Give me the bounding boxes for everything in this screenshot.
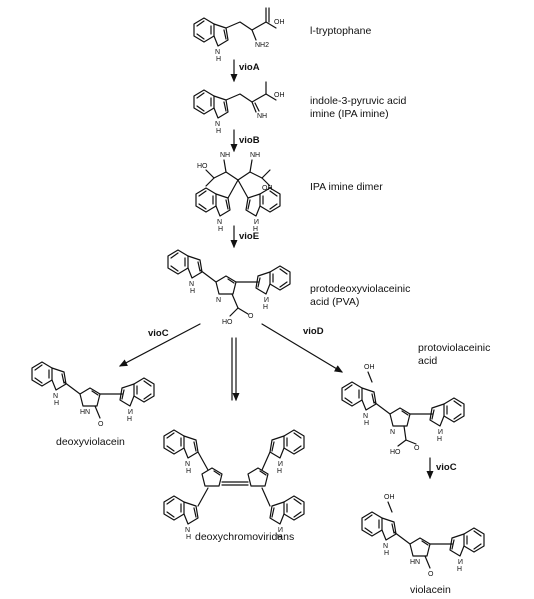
arrow-vioC-left	[118, 323, 201, 367]
svg-text:NH: NH	[250, 152, 260, 159]
svg-text:O: O	[428, 571, 434, 578]
enzyme-label-vioC-left: vioC	[148, 328, 169, 339]
svg-text:N: N	[390, 429, 395, 436]
compound-label-pva-1: protodeoxyviolaceinic	[310, 283, 411, 295]
enzyme-label-vioA: vioA	[239, 62, 260, 73]
violacein-structure: HN O OH	[361, 494, 485, 578]
ipa-imine-structure: OH NH	[193, 81, 285, 136]
enzyme-label-vioD: vioD	[303, 326, 324, 337]
compound-label-ipa-imine-1: indole-3-pyruvic acid	[310, 95, 407, 107]
svg-text:OH: OH	[364, 364, 375, 371]
svg-text:HO: HO	[222, 319, 233, 326]
pva-structure: N HO O	[167, 249, 291, 326]
svg-text:N: N	[216, 297, 221, 304]
svg-text:OH: OH	[262, 185, 273, 192]
svg-text:HO: HO	[390, 449, 401, 456]
enzyme-label-vioC-right: vioC	[436, 462, 457, 473]
compound-label-deoxyviolacein: deoxyviolacein	[56, 436, 125, 448]
compound-label-ipa-dimer: IPA imine dimer	[310, 181, 383, 193]
svg-text:HN: HN	[410, 559, 420, 566]
svg-text:OH: OH	[384, 494, 395, 501]
compound-label-tryptophan: l-tryptophane	[310, 25, 372, 37]
enzyme-label-vioB: vioB	[239, 135, 260, 146]
enzyme-label-vioE: vioE	[239, 231, 260, 242]
deoxychromoviridans-structure	[163, 429, 305, 542]
svg-text:OH: OH	[274, 19, 285, 26]
svg-text:O: O	[98, 421, 104, 428]
compound-label-violacein: violacein	[410, 584, 451, 596]
compound-label-deoxychromoviridans: deoxychromoviridans	[195, 531, 295, 543]
svg-text:O: O	[414, 445, 420, 452]
compound-label-ipa-imine-2: imine (IPA imine)	[310, 108, 389, 120]
svg-text:HN: HN	[80, 409, 90, 416]
compound-label-protoviolaceinic-1: protoviolaceinic	[418, 342, 491, 354]
deoxyviolacein-structure: HN O	[31, 361, 155, 428]
compound-label-pva-2: acid (PVA)	[310, 296, 360, 308]
arrow-vioD	[261, 323, 344, 373]
svg-text:HO: HO	[197, 163, 208, 170]
svg-text:NH2: NH2	[255, 42, 269, 49]
svg-text:NH: NH	[220, 152, 230, 159]
svg-text:O: O	[248, 313, 254, 320]
protoviolaceinic-acid-structure: N OH HO O	[341, 364, 465, 456]
ipa-imine-dimer-structure: HO NH NH OH	[195, 152, 281, 234]
tryptophan-structure: OH NH2	[193, 7, 285, 64]
compound-label-protoviolaceinic-2: acid	[418, 355, 438, 367]
svg-text:OH: OH	[274, 92, 285, 99]
svg-text:NH: NH	[257, 113, 267, 120]
